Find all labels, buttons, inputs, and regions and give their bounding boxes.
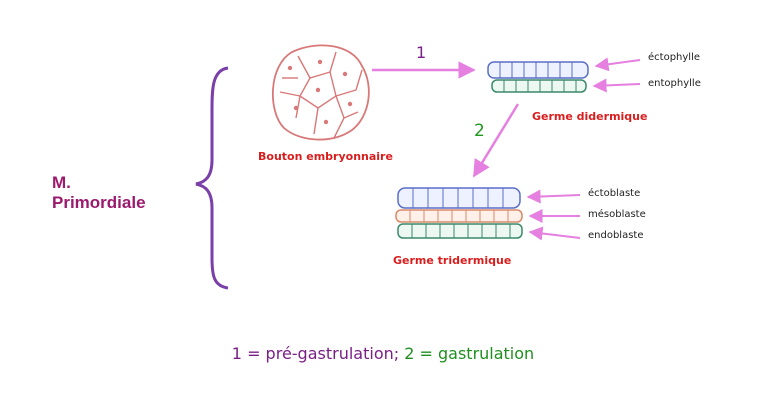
arrow-2 xyxy=(472,103,520,178)
arrow-endoblaste xyxy=(528,226,581,241)
mesoblaste-label: mésoblaste xyxy=(588,209,646,220)
bouton-embryonnaire-cells xyxy=(272,44,370,141)
caption-part2: 2 = gastrulation xyxy=(404,344,535,363)
caption: 1 = pré-gastrulation; 2 = gastrulation xyxy=(0,344,766,363)
title-m: M. Primordiale xyxy=(52,173,146,213)
tridermique-label: Germe tridermique xyxy=(393,254,512,267)
germe-tridermique-layers xyxy=(395,187,523,239)
step-1-label: 1 xyxy=(416,43,427,62)
title-line1: M. xyxy=(52,173,71,192)
step-2-label: 2 xyxy=(474,121,485,141)
arrow-ectoblaste xyxy=(526,189,581,204)
ectoblaste-label: éctoblaste xyxy=(588,188,641,199)
bouton-label: Bouton embryonnaire xyxy=(258,150,393,163)
entophylle-label: entophylle xyxy=(648,78,701,89)
arrow-entophylle xyxy=(592,78,641,93)
ectophylle-label: éctophylle xyxy=(648,52,701,63)
arrow-ectophylle xyxy=(594,57,641,72)
curly-brace xyxy=(195,66,229,290)
didermique-label: Germe didermique xyxy=(532,110,648,123)
caption-part1: 1 = pré-gastrulation; xyxy=(231,344,400,363)
germe-didermique-layers xyxy=(487,61,589,93)
title-line2: Primordiale xyxy=(52,193,146,212)
endoblaste-label: endoblaste xyxy=(588,230,644,241)
